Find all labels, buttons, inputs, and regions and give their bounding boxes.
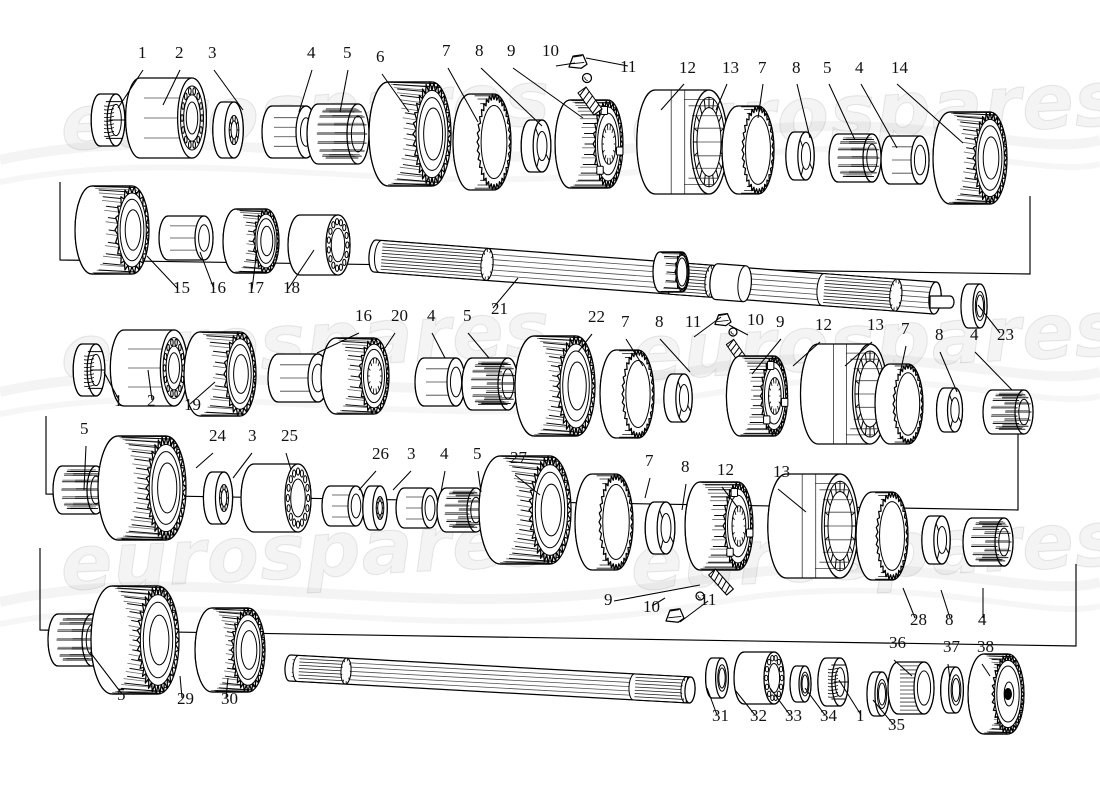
callout-number: 10 xyxy=(747,310,764,329)
callout-number: 4 xyxy=(970,325,979,344)
callout-number: 3 xyxy=(407,444,416,463)
callout-number: 2 xyxy=(147,391,156,410)
callout-number: 10 xyxy=(542,41,559,60)
callout-number: 28 xyxy=(910,610,927,629)
callout-number: 1 xyxy=(856,706,865,725)
callout-number: 8 xyxy=(475,41,484,60)
callout-number: 34 xyxy=(820,706,837,725)
callout-number: 2 xyxy=(175,43,184,62)
callout-number: 31 xyxy=(712,706,729,725)
callout-number: 26 xyxy=(372,444,389,463)
callout-number: 37 xyxy=(943,637,960,656)
callout-number: 5 xyxy=(473,444,482,463)
callout-number: 12 xyxy=(679,58,696,77)
callout-number: 3 xyxy=(208,43,217,62)
callout-number: 13 xyxy=(867,315,884,334)
callout-number: 13 xyxy=(773,462,790,481)
callout-number: 8 xyxy=(792,58,801,77)
callout-number: 7 xyxy=(901,319,910,338)
callout-number: 8 xyxy=(681,457,690,476)
callout-number: 5 xyxy=(463,306,472,325)
callout-number: 9 xyxy=(507,41,516,60)
callout-number: 23 xyxy=(997,325,1014,344)
callout-number: 38 xyxy=(977,637,994,656)
callout-number: 4 xyxy=(978,610,987,629)
callout-number: 8 xyxy=(655,312,664,331)
callout-number: 16 xyxy=(355,306,372,325)
callout-number: 1 xyxy=(138,43,147,62)
callout-number: 13 xyxy=(722,58,739,77)
callout-number: 4 xyxy=(307,43,316,62)
callout-number: 5 xyxy=(343,43,352,62)
callout-number: 14 xyxy=(891,58,908,77)
callout-number: 6 xyxy=(376,47,385,66)
callout-number: 21 xyxy=(491,299,508,318)
callout-number: 5 xyxy=(117,685,126,704)
callout-number: 33 xyxy=(785,706,802,725)
callout-number: 35 xyxy=(888,715,905,734)
callout-number: 11 xyxy=(685,312,702,331)
callout-number: 30 xyxy=(221,689,238,708)
callout-number: 9 xyxy=(604,590,613,609)
callout-number: 8 xyxy=(945,610,954,629)
callout-number: 29 xyxy=(177,689,194,708)
callout-number: 8 xyxy=(935,325,944,344)
callout-number: 22 xyxy=(588,307,605,326)
callout-number: 24 xyxy=(209,426,226,445)
callout-number: 12 xyxy=(717,460,734,479)
callout-number: 17 xyxy=(247,278,264,297)
callout-number: 4 xyxy=(855,58,864,77)
callout-number: 16 xyxy=(209,278,226,297)
callout-number: 19 xyxy=(184,395,201,414)
callout-number: 7 xyxy=(758,58,767,77)
callout-number: 36 xyxy=(889,633,906,652)
callout-number: 1 xyxy=(114,391,123,410)
callout-number: 15 xyxy=(173,278,190,297)
callout-number: 7 xyxy=(621,312,630,331)
callout-number: 12 xyxy=(815,315,832,334)
callout-number: 10 xyxy=(643,597,660,616)
callout-number: 7 xyxy=(442,41,451,60)
callout-number: 27 xyxy=(510,448,527,467)
callout-number: 32 xyxy=(750,706,767,725)
callout-number: 5 xyxy=(823,58,832,77)
callout-number: 11 xyxy=(700,590,717,609)
callout-number: 7 xyxy=(645,451,654,470)
callout-number: 11 xyxy=(620,57,637,76)
callout-number: 4 xyxy=(440,444,449,463)
callout-number: 25 xyxy=(281,426,298,445)
callout-number: 9 xyxy=(776,312,785,331)
callout-number: 20 xyxy=(391,306,408,325)
callout-number: 3 xyxy=(248,426,257,445)
callout-number: 18 xyxy=(283,278,300,297)
callout-number: 5 xyxy=(80,419,89,438)
callout-number: 4 xyxy=(427,306,436,325)
